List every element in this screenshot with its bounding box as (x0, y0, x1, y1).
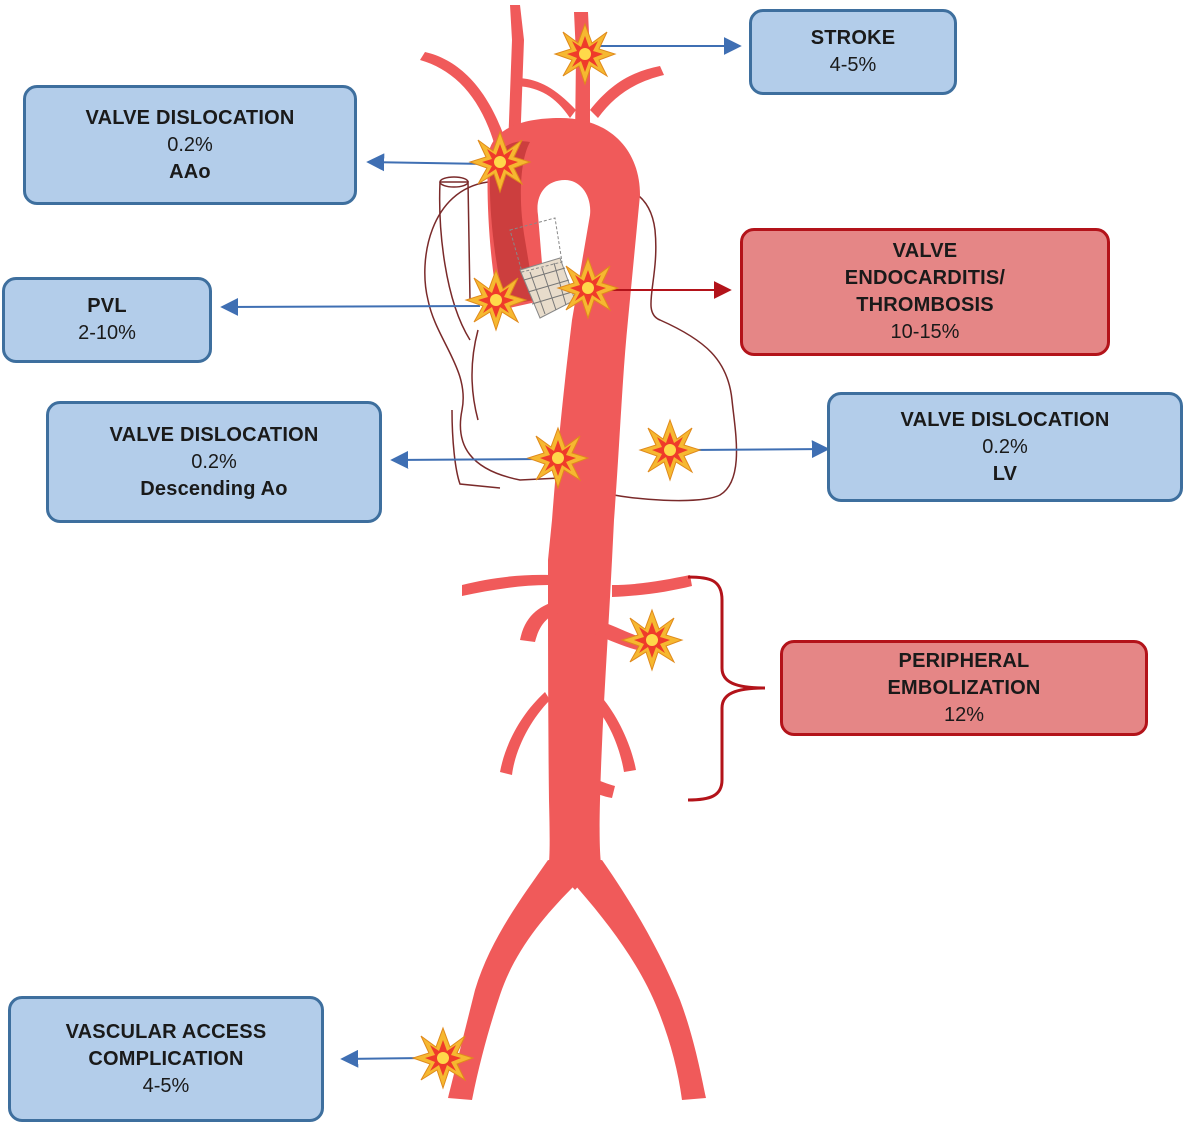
explosion-burst-icon (412, 1027, 474, 1089)
connector-arrows (220, 37, 830, 1068)
dislocation-lv-rate: 0.2% (982, 435, 1028, 458)
endocarditis-title-line3: THROMBOSIS (856, 294, 994, 316)
vascular-rate: 4-5% (142, 1074, 190, 1097)
arrow-dislocation-desc (390, 450, 546, 469)
stroke-box: STROKE 4-5% (749, 9, 957, 95)
stent-valve (509, 217, 576, 319)
explosion-burst-icon (639, 419, 701, 481)
dislocation-desc-site: Descending Ao (140, 477, 288, 500)
dislocation-lv-title: VALVE DISLOCATION (900, 408, 1110, 431)
dislocation-aao-title: VALVE DISLOCATION (85, 106, 295, 129)
embolization-bracket (687, 575, 766, 802)
endocarditis-rate: 10-15% (890, 321, 960, 343)
dislocation-aao-site: AAo (169, 160, 211, 183)
explosion-burst-icon (465, 269, 527, 331)
dislocation-lv-site: LV (992, 462, 1018, 485)
heart-outline (424, 176, 738, 502)
vascular-title-line1: VASCULAR ACCESS (65, 1020, 267, 1043)
arrow-vascular (340, 1049, 426, 1068)
embolization-box: PERIPHERAL EMBOLIZATION 12% (780, 640, 1148, 736)
endocarditis-title-line1: VALVE (892, 240, 958, 262)
dislocation-desc-title: VALVE DISLOCATION (109, 423, 319, 446)
pvl-box: PVL 2-10% (2, 277, 212, 363)
dislocation-aao-box: VALVE DISLOCATION 0.2% AAo (23, 85, 357, 205)
embolization-title-line2: EMBOLIZATION (887, 676, 1041, 699)
dislocation-desc-rate: 0.2% (191, 450, 237, 473)
explosion-burst-icon (557, 257, 619, 319)
explosion-burst-icon (469, 131, 531, 193)
explosion-burst-icon (621, 609, 683, 671)
explosion-burst-icon (527, 427, 589, 489)
stroke-title: STROKE (810, 27, 896, 49)
stroke-rate: 4-5% (829, 54, 877, 76)
vascular-title-line2: COMPLICATION (88, 1047, 244, 1070)
embolization-title-line1: PERIPHERAL (898, 649, 1030, 672)
dislocation-aao-rate: 0.2% (167, 133, 213, 156)
vascular-box: VASCULAR ACCESS COMPLICATION 4-5% (8, 996, 324, 1122)
dislocation-desc-box: VALVE DISLOCATION 0.2% Descending Ao (46, 401, 382, 523)
endocarditis-title-line2: ENDOCARDITIS/ (844, 267, 1006, 289)
pvl-rate: 2-10% (78, 322, 136, 344)
embolization-rate: 12% (943, 703, 985, 726)
endocarditis-box: VALVE ENDOCARDITIS/ THROMBOSIS 10-15% (740, 228, 1110, 356)
arrow-pvl (220, 297, 481, 316)
explosion-burst-icon (554, 23, 616, 85)
pvl-title: PVL (87, 295, 127, 317)
arrow-dislocation-aao (366, 153, 489, 172)
aorta (420, 5, 706, 1100)
dislocation-lv-box: VALVE DISLOCATION 0.2% LV (827, 392, 1183, 502)
arrow-dislocation-lv (689, 440, 830, 459)
